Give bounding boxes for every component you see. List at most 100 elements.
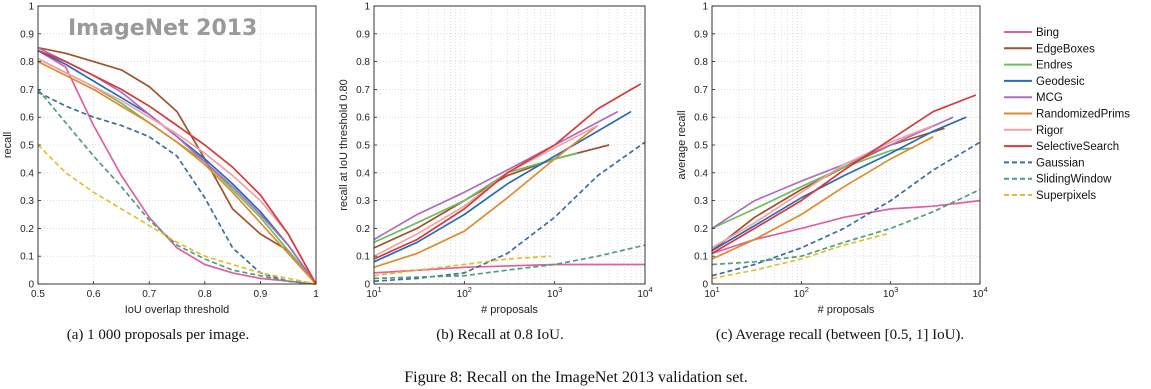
x-tick-label: 101 <box>704 285 719 300</box>
x-tick-label: 1 <box>313 289 319 300</box>
series-line-endres <box>37 58 317 285</box>
series-line-geodesic <box>37 49 317 285</box>
series-line-mcg <box>373 110 619 241</box>
x-tick-label: 0.7 <box>142 289 156 300</box>
y-tick-label: 0.3 <box>694 196 708 207</box>
y-tick-label: 0.4 <box>20 168 34 179</box>
x-tick-label: 104 <box>972 285 987 300</box>
series-line-superpixels <box>373 255 551 277</box>
legend-label-bing: Bing <box>1036 27 1059 39</box>
y-tick-label: 0 <box>28 280 34 291</box>
x-tick-label: 0.5 <box>31 289 45 300</box>
legend-label-randomizedprims: RandomizedPrims <box>1036 109 1130 121</box>
y-tick-label: 0.7 <box>694 85 708 96</box>
x-tick-label: 103 <box>547 285 562 300</box>
y-tick-label: 0.4 <box>694 168 708 179</box>
series-line-selectivesearch <box>711 94 977 255</box>
series-line-randomizedprims <box>711 135 934 260</box>
figure-caption: Figure 8: Recall on the ImageNet 2013 va… <box>404 369 747 386</box>
series-line-gaussian <box>711 141 981 277</box>
x-axis-label-a: IoU overlap threshold <box>125 304 230 316</box>
x-tick-label: 102 <box>457 285 472 300</box>
series-line-gaussian <box>373 141 646 283</box>
x-tick-label: 103 <box>883 285 898 300</box>
series-line-randomizedprims <box>37 60 317 285</box>
y-tick-label: 0.1 <box>694 252 708 263</box>
y-tick-label: 0.9 <box>20 29 34 40</box>
series-line-endres <box>711 146 914 230</box>
legend-label-edgeboxes: EdgeBoxes <box>1036 43 1095 55</box>
legend: BingEdgeBoxesEndresGeodesicMCGRandomized… <box>1004 27 1130 202</box>
x-tick-label: 0.6 <box>87 289 101 300</box>
series-line-slidingwindow <box>373 244 646 280</box>
series-line-selectivesearch <box>37 49 317 285</box>
legend-label-gaussian: Gaussian <box>1036 157 1085 169</box>
series-group-b <box>373 83 646 283</box>
x-tick-label: 104 <box>637 285 652 300</box>
series-line-mcg <box>711 116 954 230</box>
series-line-selectivesearch <box>373 83 642 260</box>
series-line-edgeboxes <box>373 144 610 249</box>
series-group-c <box>711 94 981 280</box>
legend-label-slidingwindow: SlidingWindow <box>1036 174 1112 186</box>
y-tick-label: 1 <box>702 2 708 13</box>
x-axis-label-c: # proposals <box>818 304 875 316</box>
x-tick-label: 0.8 <box>198 289 212 300</box>
y-tick-label: 0.2 <box>694 224 708 235</box>
y-tick-label: 0.3 <box>20 196 34 207</box>
series-line-geodesic <box>711 116 967 252</box>
legend-label-endres: Endres <box>1036 60 1073 72</box>
y-axis-label-a: recall <box>2 132 14 158</box>
y-tick-label: 1 <box>364 2 370 13</box>
y-tick-label: 0.5 <box>20 141 34 152</box>
y-tick-label: 1 <box>28 2 34 13</box>
y-axis-label-c: average recall <box>676 110 688 179</box>
series-line-randomizedprims <box>373 124 599 269</box>
x-tick-label: 101 <box>366 285 381 300</box>
y-tick-label: 0.6 <box>356 113 370 124</box>
series-line-bing <box>37 49 317 285</box>
chart-annotation: ImageNet 2013 <box>68 16 257 41</box>
y-tick-label: 0.6 <box>20 113 34 124</box>
series-line-geodesic <box>373 110 632 263</box>
y-tick-label: 0.5 <box>356 141 370 152</box>
series-line-slidingwindow <box>37 88 317 285</box>
series-line-rigor <box>711 124 934 249</box>
series-line-superpixels <box>37 144 317 285</box>
y-tick-label: 0 <box>364 280 370 291</box>
series-line-endres <box>373 152 578 244</box>
y-tick-label: 0.6 <box>694 113 708 124</box>
y-tick-label: 0 <box>702 280 708 291</box>
y-tick-label: 0.4 <box>356 168 370 179</box>
y-tick-label: 0.8 <box>20 57 34 68</box>
y-tick-label: 0.1 <box>356 252 370 263</box>
series-line-rigor <box>373 124 599 257</box>
legend-label-rigor: Rigor <box>1036 125 1064 137</box>
x-tick-label: 102 <box>794 285 809 300</box>
series-group-a <box>37 46 317 285</box>
legend-label-superpixels: Superpixels <box>1036 190 1096 202</box>
y-tick-label: 0.5 <box>694 141 708 152</box>
y-tick-label: 0.7 <box>356 85 370 96</box>
y-axis-label-b: recall at IoU threshold 0.80 <box>338 79 350 210</box>
caption-c: (c) Average recall (between [0.5, 1] IoU… <box>716 327 964 343</box>
x-axis-label-b: # proposals <box>481 304 538 316</box>
legend-label-geodesic: Geodesic <box>1036 76 1085 88</box>
y-tick-label: 0.1 <box>20 252 34 263</box>
x-tick-label: 0.9 <box>253 289 267 300</box>
y-tick-label: 0.2 <box>356 224 370 235</box>
series-line-rigor <box>37 58 317 285</box>
y-tick-label: 0.3 <box>356 196 370 207</box>
series-line-gaussian <box>37 91 317 285</box>
y-tick-label: 0.8 <box>694 57 708 68</box>
y-tick-label: 0.8 <box>356 57 370 68</box>
series-line-edgeboxes <box>37 46 317 285</box>
y-tick-label: 0.7 <box>20 85 34 96</box>
series-line-superpixels <box>711 233 887 280</box>
caption-b: (b) Recall at 0.8 IoU. <box>436 327 563 343</box>
legend-label-selectivesearch: SelectiveSearch <box>1036 141 1119 153</box>
